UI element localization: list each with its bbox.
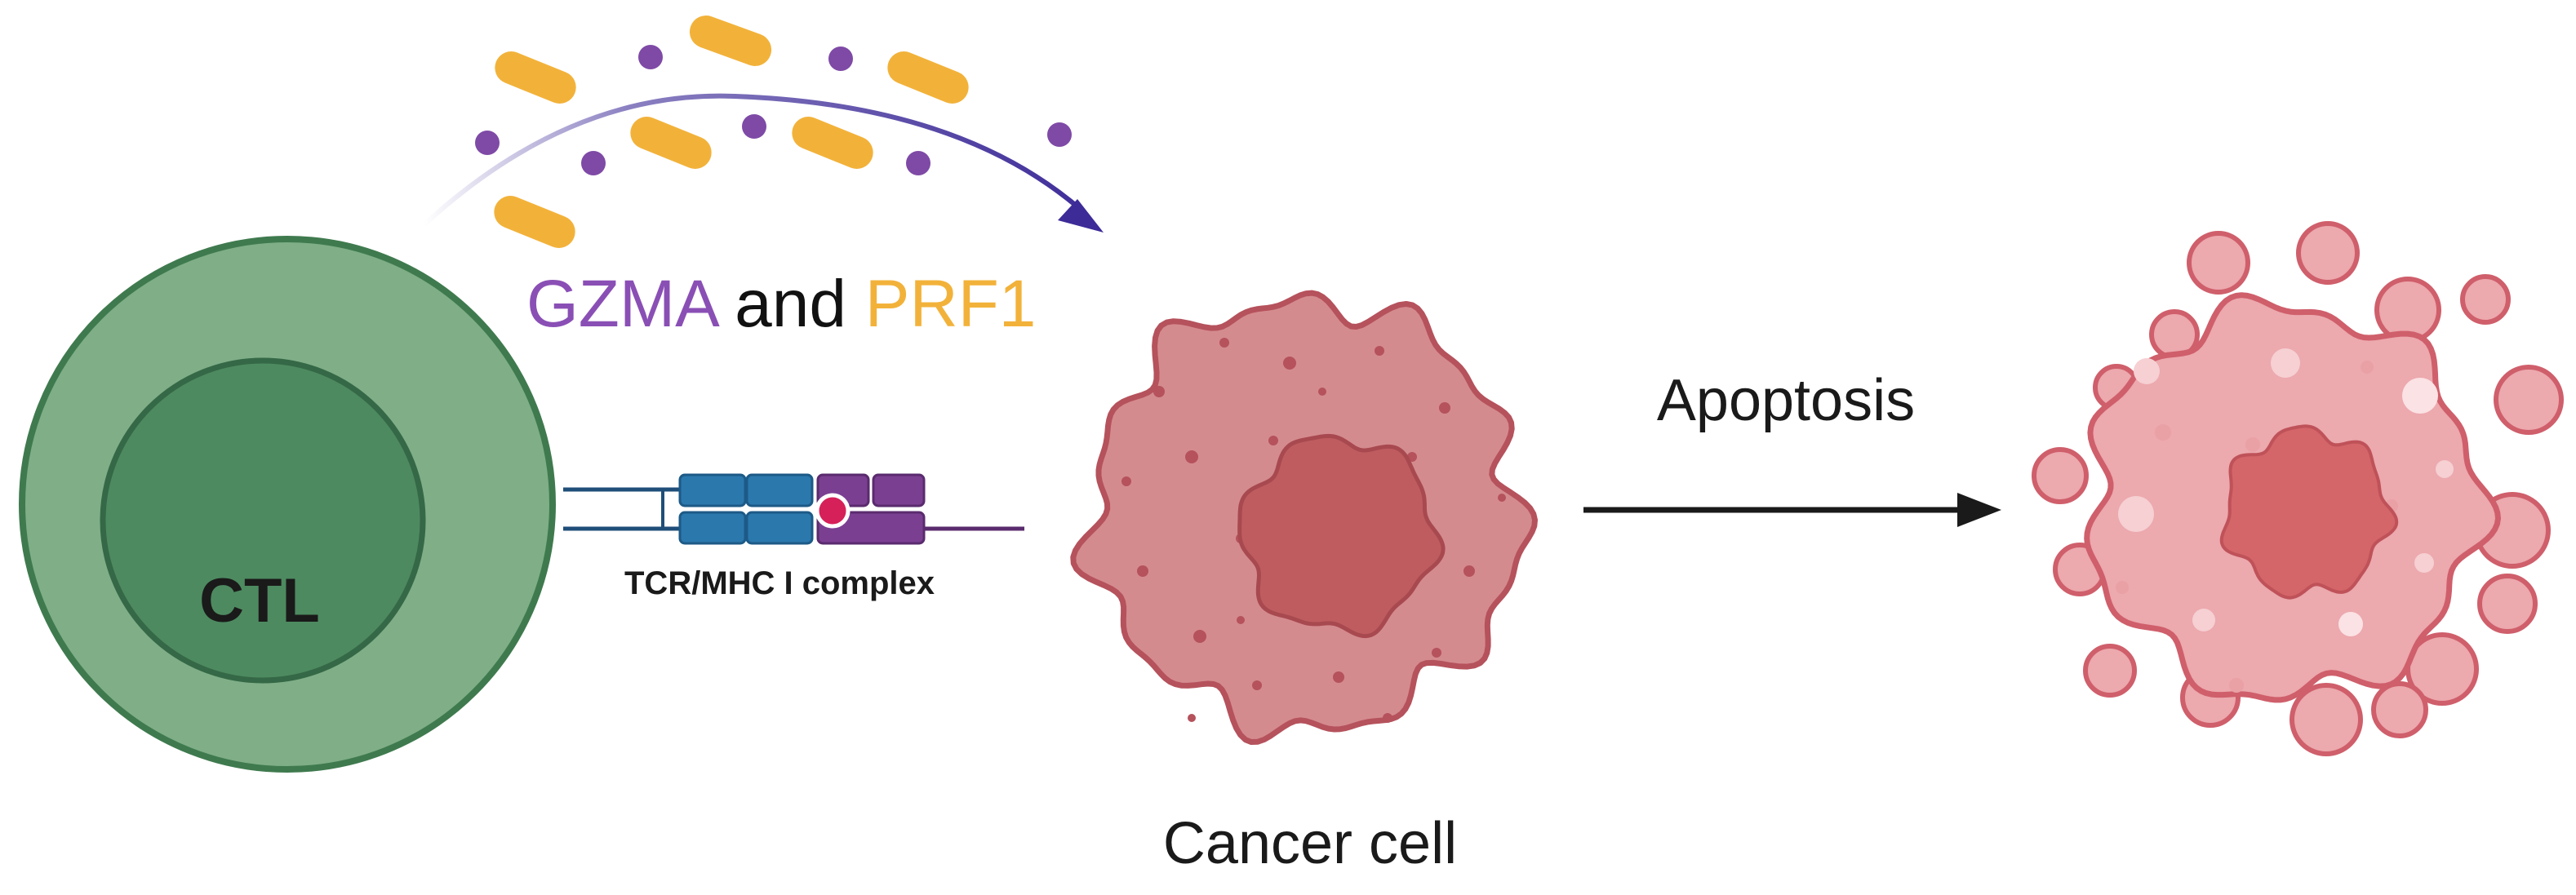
apoptotic-vesicle (2414, 553, 2434, 573)
perforin-capsules (494, 16, 969, 248)
granzyme-dot (1047, 122, 1072, 147)
apoptotic-vesicle (2229, 678, 2244, 693)
granule (1219, 338, 1229, 348)
apoptotic-cell (2032, 221, 2564, 756)
apoptotic-bleb (2296, 221, 2360, 285)
apoptotic-bleb (2371, 681, 2428, 738)
apoptotic-vesicle (2116, 581, 2129, 594)
tcr-mhc-label: TCR/MHC I complex (624, 565, 935, 601)
tcr-mhc-complex: TCR/MHC I complex (563, 473, 1024, 601)
granule (1318, 388, 1326, 396)
granzyme-dot (638, 45, 663, 69)
apoptosis-label: Apoptosis (1657, 368, 1915, 433)
granule (1439, 402, 1450, 414)
granule (1283, 357, 1296, 370)
granule (1237, 616, 1245, 624)
ctl-label: CTL (199, 566, 320, 636)
granzyme-dots (475, 45, 1072, 175)
delivery-arrowhead (1058, 199, 1104, 233)
apoptotic-vesicle (2402, 378, 2438, 414)
granule (1432, 648, 1441, 658)
granule (1193, 630, 1206, 643)
mhc-domain (872, 473, 926, 507)
perforin-capsule (689, 16, 772, 66)
granzyme-dot (906, 151, 930, 175)
granule (1188, 714, 1196, 722)
apoptotic-vesicle (2134, 358, 2160, 384)
cancer-nucleus (1237, 433, 1446, 639)
tcr-domain (678, 473, 747, 507)
granule (1383, 713, 1392, 723)
tcr-domain (678, 511, 747, 545)
granule (1268, 436, 1278, 445)
apoptotic-bleb (2494, 365, 2564, 435)
apoptotic-nucleus (2219, 424, 2399, 600)
apoptotic-vesicles (2116, 348, 2454, 693)
granzyme-dot (581, 151, 606, 175)
cancer-cell: Cancer cell (1070, 290, 1538, 876)
and-label: and (716, 267, 864, 341)
apoptotic-bleb (2083, 644, 2137, 698)
apoptotic-vesicle (2245, 437, 2260, 452)
granzyme-dot (475, 131, 500, 155)
apoptotic-bleb (2477, 574, 2538, 634)
granzyme-dot (742, 114, 766, 139)
delivery-arrow (422, 93, 1087, 227)
granule (1137, 565, 1148, 577)
effector-molecules-label: GZMA and PRF1 (526, 267, 1036, 341)
apoptotic-bleb (2032, 447, 2089, 504)
perforin-capsule (887, 51, 969, 104)
apoptotic-vesicle (2271, 348, 2300, 378)
apoptosis-arrow: Apoptosis (1583, 368, 2001, 527)
tcr-domain (745, 511, 814, 545)
apoptotic-vesicle (2192, 609, 2215, 631)
granule (1498, 494, 1506, 502)
apoptotic-bleb (2187, 231, 2250, 295)
perforin-capsule (792, 117, 873, 169)
apoptotic-vesicle (2118, 496, 2154, 532)
perforin-capsule (494, 196, 575, 248)
granzyme-dot (828, 47, 853, 71)
apoptotic-bleb (2460, 274, 2511, 325)
perforin-capsule (630, 117, 712, 169)
cancer-cell-label: Cancer cell (1163, 811, 1457, 876)
granule (1375, 346, 1384, 356)
granule (1153, 386, 1165, 397)
ctl-cell: CTL (19, 236, 556, 773)
apoptotic-vesicle (2338, 612, 2363, 636)
granule (1333, 671, 1344, 683)
gzma-label: GZMA (526, 267, 720, 341)
apoptotic-vesicle (2155, 424, 2171, 441)
granule (1463, 565, 1475, 577)
ctl-nucleus (100, 357, 426, 684)
granule (1121, 476, 1131, 486)
tcr-domain (745, 473, 814, 507)
prf1-label: PRF1 (865, 267, 1037, 341)
perforin-capsule (495, 51, 576, 104)
apoptotic-vesicle (2436, 460, 2454, 478)
apoptotic-vesicle (2361, 361, 2374, 374)
antigen-peptide (815, 493, 851, 529)
granule (1252, 680, 1262, 690)
apoptotic-bleb (2290, 683, 2363, 756)
granule (1185, 450, 1198, 463)
